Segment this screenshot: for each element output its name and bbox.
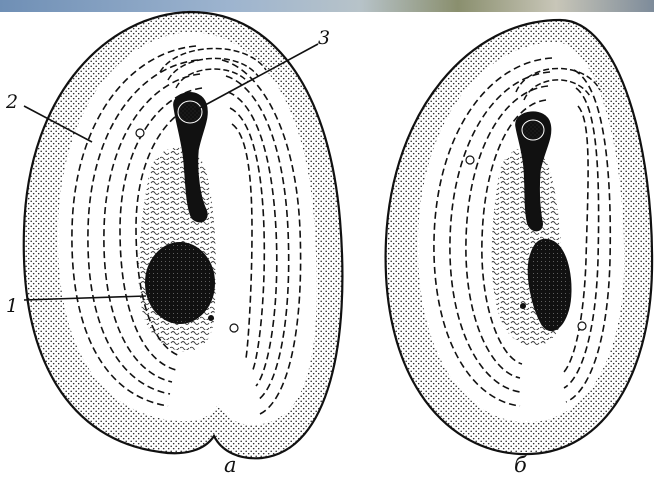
callout-label-2: 2 (5, 91, 18, 113)
seed-b-radicle-tip (522, 120, 544, 140)
seed-a-vesicle (208, 315, 214, 321)
seed-a-radicle-tip (178, 101, 202, 123)
callout-label-3: 3 (318, 27, 330, 49)
seed-a-vesicle (230, 324, 238, 332)
panel-label-a: а (224, 453, 237, 477)
seed-a-dark-body (146, 243, 214, 323)
seed-a-vesicle (136, 129, 144, 137)
callout-label-1: 1 (6, 295, 18, 317)
seed-b-vesicle (466, 156, 474, 164)
panel-label-b: б (514, 453, 527, 477)
seed-b (386, 20, 652, 454)
seed-b-vesicle (520, 303, 526, 309)
seed-a (24, 12, 343, 458)
seed-b-vesicle (578, 322, 586, 330)
